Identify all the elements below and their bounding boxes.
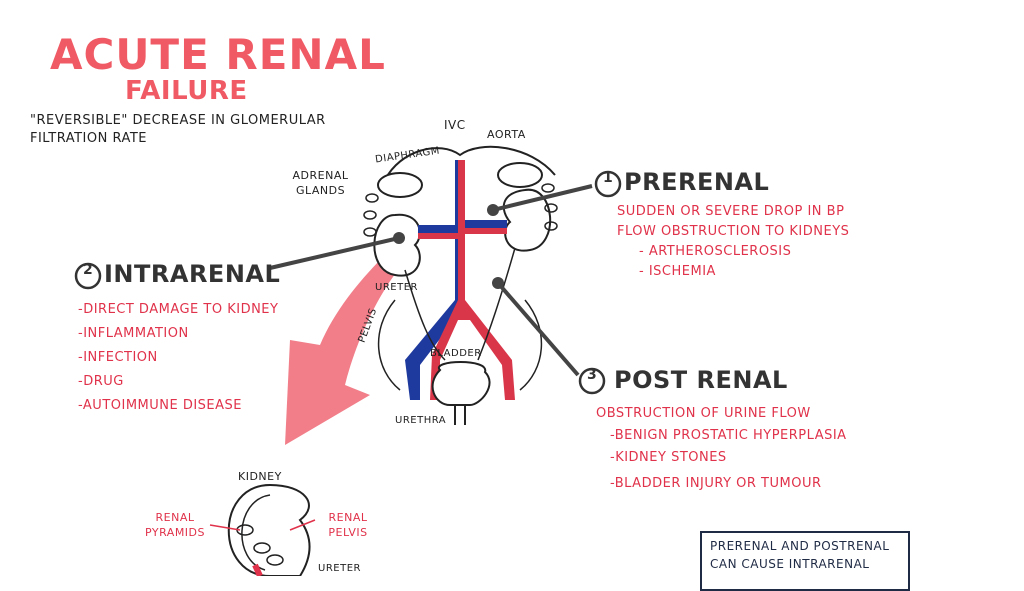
adrenal-marks — [363, 183, 558, 237]
prerenal-list: SUDDEN OR SEVERE DROP IN BP FLOW OBSTRUC… — [617, 202, 849, 282]
pelvis-outline — [377, 299, 401, 391]
list-item: - ARTHEROSCLEROSIS — [639, 244, 792, 259]
list-item: OBSTRUCTION OF URINE FLOW — [596, 406, 811, 421]
aorta-label: AORTA — [487, 128, 526, 141]
list-item: -INFECTION — [78, 350, 158, 365]
postrenal-number-circle — [578, 367, 606, 395]
page-title: ACUTE RENAL — [50, 30, 386, 79]
kidney-detail-title: KIDNEY — [238, 470, 282, 483]
intrarenal-arrow — [285, 255, 398, 445]
kidney-detail-drawing — [209, 483, 316, 576]
diagram-canvas: ACUTE RENAL FAILURE "REVERSIBLE" DECREAS… — [30, 30, 910, 591]
list-item: -KIDNEY STONES — [610, 450, 727, 465]
list-item: - ISCHEMIA — [639, 264, 716, 279]
renal-pelvis-label: RENAL PELVIS — [328, 511, 368, 539]
postrenal-list: OBSTRUCTION OF URINE FLOW -BENIGN PROSTA… — [596, 403, 847, 495]
prerenal-title: PRERENAL — [624, 168, 770, 196]
aorta-vessel — [418, 160, 515, 400]
list-item: SUDDEN OR SEVERE DROP IN BP — [617, 204, 845, 219]
intrarenal-number: 2 — [83, 262, 94, 278]
list-item: -DRUG — [78, 374, 124, 389]
prerenal-number-circle — [594, 170, 622, 198]
intrarenal-number-circle — [74, 262, 102, 290]
list-item: FLOW OBSTRUCTION TO KIDNEYS — [617, 224, 850, 239]
note-box: PRERENAL AND POSTRENAL CAN CAUSE INTRARE… — [700, 531, 910, 591]
list-item: -AUTOIMMUNE DISEASE — [78, 398, 243, 413]
intrarenal-title: INTRARENAL — [104, 260, 281, 288]
adrenal-glands-label: ADRENAL GLANDS — [292, 169, 349, 197]
prerenal-number: 1 — [603, 170, 614, 186]
ivc-vessel — [405, 160, 507, 400]
list-item: -INFLAMMATION — [78, 326, 189, 341]
bladder-label: BLADDER — [430, 348, 482, 359]
right-ureter — [477, 247, 516, 361]
page-subtitle: FAILURE — [125, 76, 248, 106]
left-kidney — [373, 172, 423, 277]
diaphragm-outline — [384, 145, 556, 181]
left-ureter — [404, 269, 446, 361]
intrarenal-callout — [269, 232, 405, 270]
ivc-label: IVC — [444, 118, 466, 132]
list-item: -BLADDER INJURY OR TUMOUR — [610, 476, 822, 491]
bladder — [431, 361, 491, 425]
list-item: -BENIGN PROSTATIC HYPERPLASIA — [610, 428, 847, 443]
urethra-label: URETHRA — [395, 415, 447, 426]
postrenal-number: 3 — [587, 367, 598, 383]
prerenal-callout — [487, 184, 593, 216]
renal-pyramids-label: RENAL PYRAMIDS — [144, 511, 206, 539]
definition-text: "REVERSIBLE" DECREASE IN GLOMERULAR FILT… — [30, 113, 326, 146]
list-item: -DIRECT DAMAGE TO KIDNEY — [78, 302, 279, 317]
kidney-ureter-label: URETER — [318, 563, 361, 574]
postrenal-title: POST RENAL — [614, 366, 788, 394]
urinary-system-illustration — [74, 145, 622, 576]
postrenal-callout — [492, 277, 580, 377]
intrarenal-list: -DIRECT DAMAGE TO KIDNEY -INFLAMMATION -… — [78, 298, 278, 418]
pelvis-outline-right — [519, 299, 543, 391]
ureter-label: URETER — [375, 282, 418, 293]
